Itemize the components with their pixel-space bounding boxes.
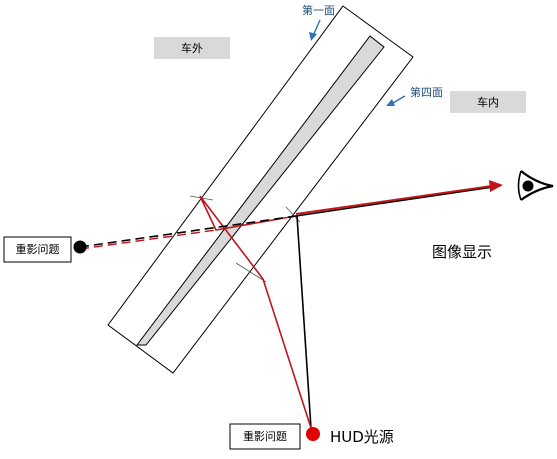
eye-ray-black — [295, 185, 501, 217]
eye-icon — [517, 170, 554, 201]
eye-ray-red — [295, 185, 493, 215]
outside-car-label: 车外 — [181, 41, 203, 55]
ghost-problem-label-left: 重影问题 — [16, 242, 60, 256]
fourth-surface-arrow — [386, 95, 406, 106]
hud-ray-black-vertical — [296, 215, 312, 429]
image-display-label: 图像显示 — [432, 243, 492, 261]
fourth-surface-label: 第四面 — [410, 85, 443, 99]
virtual-ray-black-dashed — [79, 215, 297, 248]
windshield-interlayer — [135, 35, 385, 346]
ghost-image-point — [73, 240, 87, 254]
hud-ray-red-ghost — [199, 195, 312, 429]
inside-car-tag — [450, 91, 526, 113]
ghost-problem-label-bottom: 重影问题 — [243, 429, 287, 443]
inside-car-label: 车内 — [477, 95, 499, 109]
first-surface-label: 第一面 — [302, 3, 335, 17]
outside-car-tag — [154, 37, 230, 59]
virtual-ray-red-dashed — [79, 229, 217, 250]
hud-source-point — [306, 427, 320, 441]
ghost-problem-box-bottom — [229, 423, 301, 450]
eye-ray-arrowhead — [489, 180, 503, 192]
normal-line-mid — [235, 262, 267, 283]
first-surface-arrow — [309, 19, 321, 41]
ghost-problem-box-left — [3, 236, 72, 263]
hud-source-label: HUD光源 — [330, 428, 394, 446]
